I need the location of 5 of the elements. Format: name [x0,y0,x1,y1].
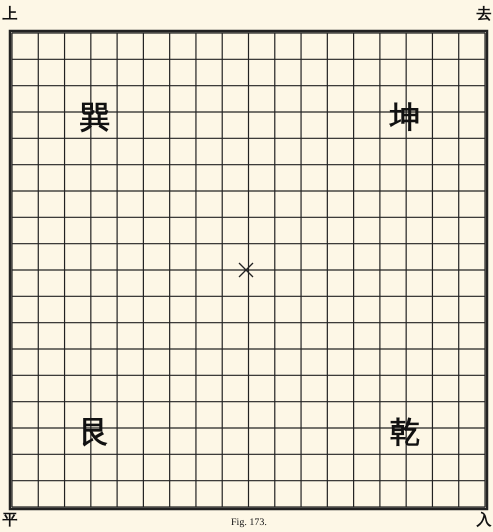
corner-label: 平 [2,512,18,528]
corner-label: 入 [476,512,492,528]
corner-label: 上 [2,6,18,22]
figure-caption: Fig. 173. [231,518,267,528]
corner-label: 去 [476,6,492,22]
